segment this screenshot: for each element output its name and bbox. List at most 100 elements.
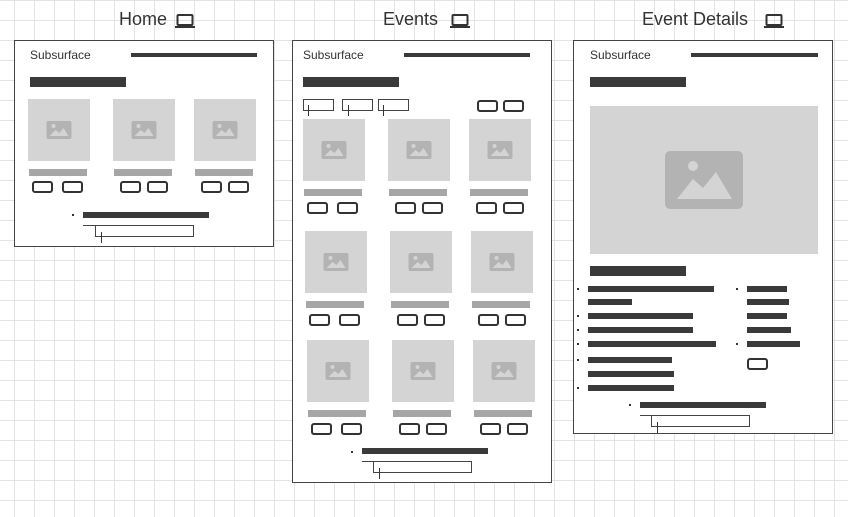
bullet <box>72 214 74 216</box>
screen-title-event-details: Event Details <box>642 9 749 29</box>
laptop-icon <box>175 14 195 28</box>
event-details-wireframe: Subsurface <box>573 40 833 434</box>
event-card-image <box>390 231 452 293</box>
image-icon <box>491 362 517 380</box>
list-item-text <box>588 385 674 391</box>
bullet <box>577 359 579 361</box>
footer-text <box>83 212 209 218</box>
list-item-text <box>588 357 672 363</box>
card-button[interactable] <box>476 202 497 214</box>
card-button[interactable] <box>507 423 528 435</box>
nav-bar <box>404 53 530 57</box>
card-button[interactable] <box>397 314 418 326</box>
image-icon <box>46 121 72 139</box>
bullet <box>629 404 631 406</box>
laptop-icon <box>764 14 784 28</box>
list-item-text <box>588 313 693 319</box>
card-caption <box>474 410 532 417</box>
list-item-text <box>747 327 791 333</box>
filter-button[interactable] <box>477 100 498 112</box>
card-button[interactable] <box>337 202 358 214</box>
image-icon <box>131 121 157 139</box>
event-card-image <box>469 119 531 181</box>
card-button[interactable] <box>120 181 141 193</box>
card-button[interactable] <box>228 181 249 193</box>
newsletter-input[interactable] <box>95 225 194 237</box>
newsletter-input[interactable] <box>651 415 750 427</box>
card-caption <box>308 410 366 417</box>
footer-rule <box>362 461 376 462</box>
card-button[interactable] <box>424 314 445 326</box>
card-button[interactable] <box>201 181 222 193</box>
bullet <box>577 387 579 389</box>
screen-title-home: Home <box>119 9 168 29</box>
card-caption <box>470 189 528 196</box>
filter-button[interactable] <box>503 100 524 112</box>
card-button[interactable] <box>147 181 168 193</box>
event-card-image <box>303 119 365 181</box>
heading-placeholder <box>30 77 126 87</box>
event-card-image <box>388 119 450 181</box>
image-icon <box>408 253 434 271</box>
list-item-text <box>588 299 632 305</box>
image-icon <box>489 253 515 271</box>
text-cursor <box>308 105 309 116</box>
event-card-image <box>113 99 175 161</box>
image-icon <box>410 362 436 380</box>
list-item-text <box>588 327 693 333</box>
card-button[interactable] <box>307 202 328 214</box>
bullet <box>577 329 579 331</box>
footer-rule <box>83 225 97 226</box>
image-icon <box>323 253 349 271</box>
card-caption <box>389 189 447 196</box>
card-button[interactable] <box>505 314 526 326</box>
list-item-text <box>747 341 800 347</box>
nav-bar <box>131 53 257 57</box>
image-icon <box>406 141 432 159</box>
heading-placeholder <box>303 77 399 87</box>
detail-button[interactable] <box>747 358 768 370</box>
filter-input[interactable] <box>378 99 409 111</box>
filter-input[interactable] <box>303 99 334 111</box>
card-button[interactable] <box>311 423 332 435</box>
card-button[interactable] <box>62 181 83 193</box>
card-caption <box>393 410 451 417</box>
card-button[interactable] <box>503 202 524 214</box>
card-button[interactable] <box>422 202 443 214</box>
footer-rule <box>640 415 654 416</box>
list-item-text <box>747 313 787 319</box>
card-button[interactable] <box>395 202 416 214</box>
brand-logo: Subsurface <box>590 48 651 62</box>
text-cursor <box>101 232 102 243</box>
events-wireframe: Subsurface <box>292 40 552 483</box>
card-button[interactable] <box>339 314 360 326</box>
text-cursor <box>383 105 384 116</box>
image-icon <box>325 362 351 380</box>
newsletter-input[interactable] <box>373 461 472 473</box>
list-item-text <box>588 286 714 292</box>
image-icon <box>321 141 347 159</box>
filter-input[interactable] <box>342 99 373 111</box>
text-cursor <box>348 105 349 116</box>
event-card-image <box>473 340 535 402</box>
list-item-text <box>747 286 787 292</box>
text-cursor <box>379 468 380 479</box>
home-wireframe: Subsurface <box>14 40 274 247</box>
section-heading-placeholder <box>590 266 686 276</box>
card-button[interactable] <box>478 314 499 326</box>
card-button[interactable] <box>341 423 362 435</box>
hero-image <box>590 106 818 254</box>
laptop-icon <box>450 14 470 28</box>
card-caption <box>195 169 253 176</box>
list-item-text <box>588 371 674 377</box>
card-caption <box>306 301 364 308</box>
bullet <box>351 451 353 453</box>
image-icon <box>665 151 743 209</box>
card-button[interactable] <box>426 423 447 435</box>
event-card-image <box>471 231 533 293</box>
image-icon <box>487 141 513 159</box>
card-button[interactable] <box>480 423 501 435</box>
card-button[interactable] <box>32 181 53 193</box>
card-button[interactable] <box>309 314 330 326</box>
card-button[interactable] <box>399 423 420 435</box>
